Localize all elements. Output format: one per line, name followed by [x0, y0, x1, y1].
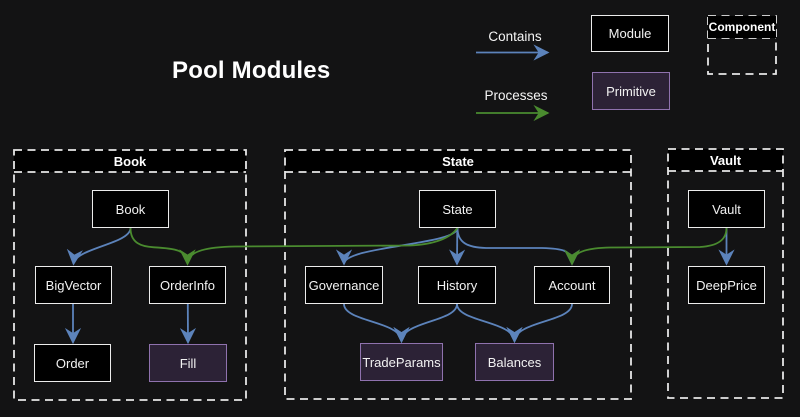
- node-bigvector: BigVector: [35, 266, 112, 304]
- node-governance: Governance: [305, 266, 383, 304]
- legend-module-node: Module: [591, 15, 669, 52]
- legend-contains-label: Contains: [488, 29, 542, 44]
- node-order: Order: [34, 344, 111, 382]
- page-title: Pool Modules: [172, 57, 331, 84]
- node-orderinfo: OrderInfo: [149, 266, 226, 304]
- legend-primitive-node: Primitive: [592, 72, 670, 110]
- node-history: History: [418, 266, 496, 304]
- legend-component-group: Component: [708, 16, 776, 74]
- node-state: State: [419, 190, 496, 228]
- node-fill: Fill: [149, 344, 227, 382]
- node-deepprice: DeepPrice: [688, 266, 765, 304]
- legend-component-title: Component: [708, 16, 776, 38]
- node-vault: Vault: [688, 190, 765, 228]
- node-tradeparams: TradeParams: [360, 343, 443, 381]
- group-book-title: Book: [14, 150, 246, 172]
- group-vault-title: Vault: [668, 149, 783, 171]
- node-balances: Balances: [475, 343, 554, 381]
- legend-processes-label: Processes: [484, 88, 548, 103]
- node-account: Account: [534, 266, 610, 304]
- node-book: Book: [92, 190, 169, 228]
- group-state-title: State: [285, 150, 631, 172]
